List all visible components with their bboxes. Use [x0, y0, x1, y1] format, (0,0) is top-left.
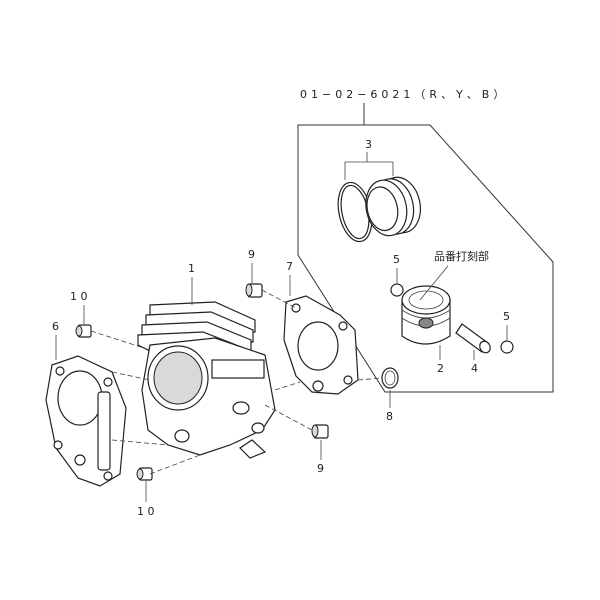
- alignment-lines: [90, 289, 383, 475]
- kit-boundary: [297, 124, 554, 393]
- callout-9-bottom: 9: [317, 462, 324, 475]
- leader-stamp: [419, 265, 449, 301]
- callout-10-top: 1 0: [70, 290, 88, 303]
- piston: [401, 285, 451, 345]
- o-ring-inner: [384, 370, 396, 386]
- callout-2: 2: [437, 362, 444, 375]
- piston-pin: [455, 323, 491, 354]
- kit-part-number: 01−02−6021（R、Y、B）: [300, 88, 508, 101]
- callout-10-bottom: 1 0: [137, 505, 155, 518]
- dowel-pin-left-bottom: [136, 467, 153, 481]
- callout-5-left: 5: [393, 253, 400, 266]
- cylinder-block: [137, 301, 276, 459]
- callout-7: 7: [286, 260, 293, 273]
- base-gasket: [45, 355, 127, 487]
- dowel-pin-bottom: [311, 424, 329, 439]
- head-gasket: [283, 295, 359, 395]
- callout-9-top: 9: [248, 248, 255, 261]
- callout-1: 1: [188, 262, 195, 275]
- circlip-left: [390, 283, 404, 297]
- dowel-pin-left-top: [75, 324, 92, 338]
- callout-4: 4: [471, 362, 478, 375]
- callout-5-right: 5: [503, 310, 510, 323]
- circlip-right: [500, 340, 514, 354]
- piston-rings: [337, 176, 422, 243]
- callout-6: 6: [52, 320, 59, 333]
- stamp-area-note: 品番打刻部: [434, 249, 489, 263]
- dowel-pin-top: [245, 283, 263, 298]
- callout-3: 3: [365, 138, 372, 151]
- callout-8: 8: [386, 410, 393, 423]
